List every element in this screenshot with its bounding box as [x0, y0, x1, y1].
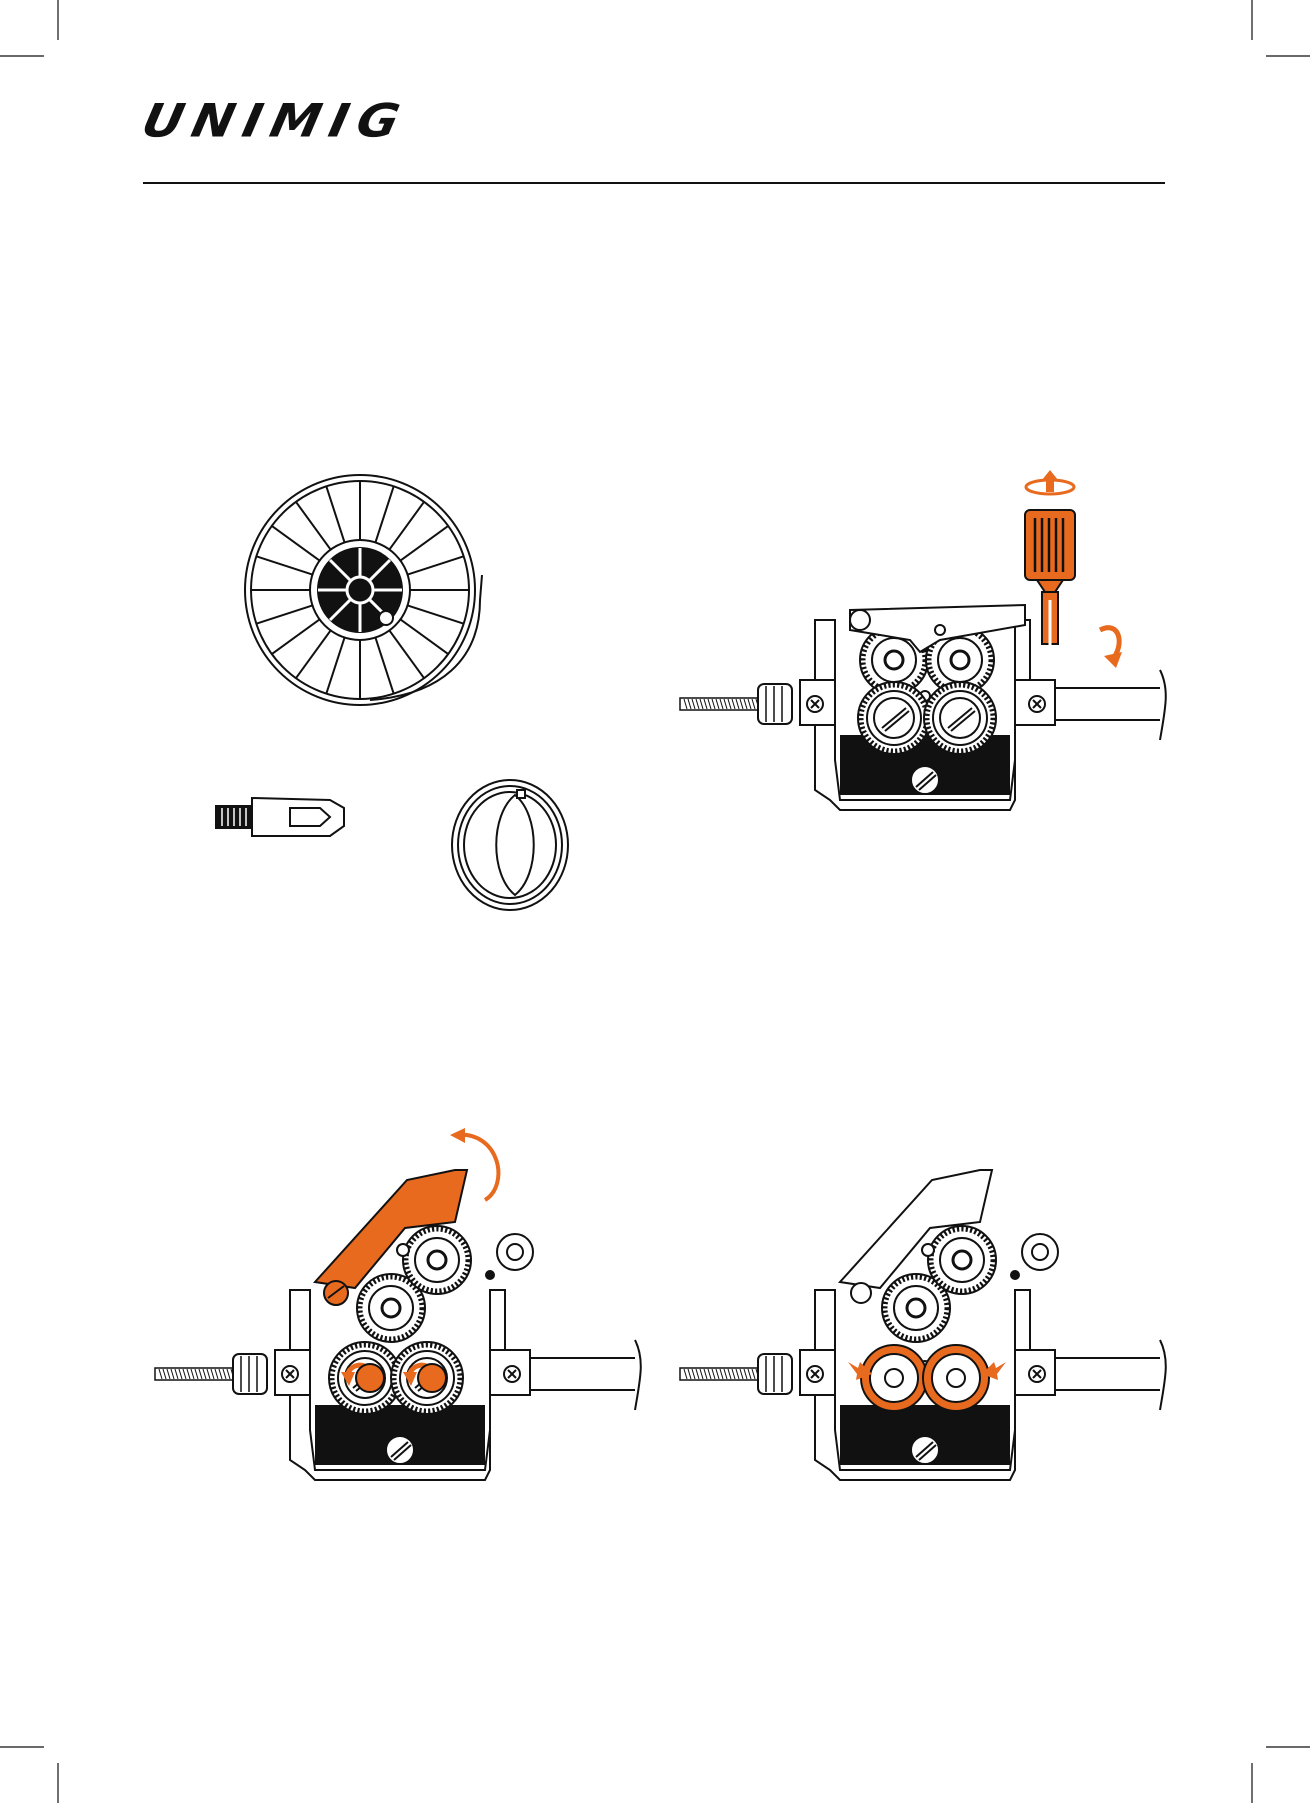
figure-open-pressure-arm [155, 1110, 655, 1510]
tension-knob-icon [1025, 510, 1075, 650]
drive-roller-icon [452, 780, 568, 910]
drive-roller-icon [861, 1345, 989, 1411]
drive-unit-icon [680, 605, 1166, 810]
figure-remove-drive-rollers [680, 1110, 1180, 1510]
figure-wire-spool-and-parts [180, 460, 580, 920]
brand-logo: UNIMIG [138, 98, 412, 144]
contact-tip-icon [216, 798, 344, 836]
header-rule [143, 182, 1165, 184]
wire-spool-icon [245, 475, 482, 705]
figure-release-tension-knob [680, 460, 1180, 840]
